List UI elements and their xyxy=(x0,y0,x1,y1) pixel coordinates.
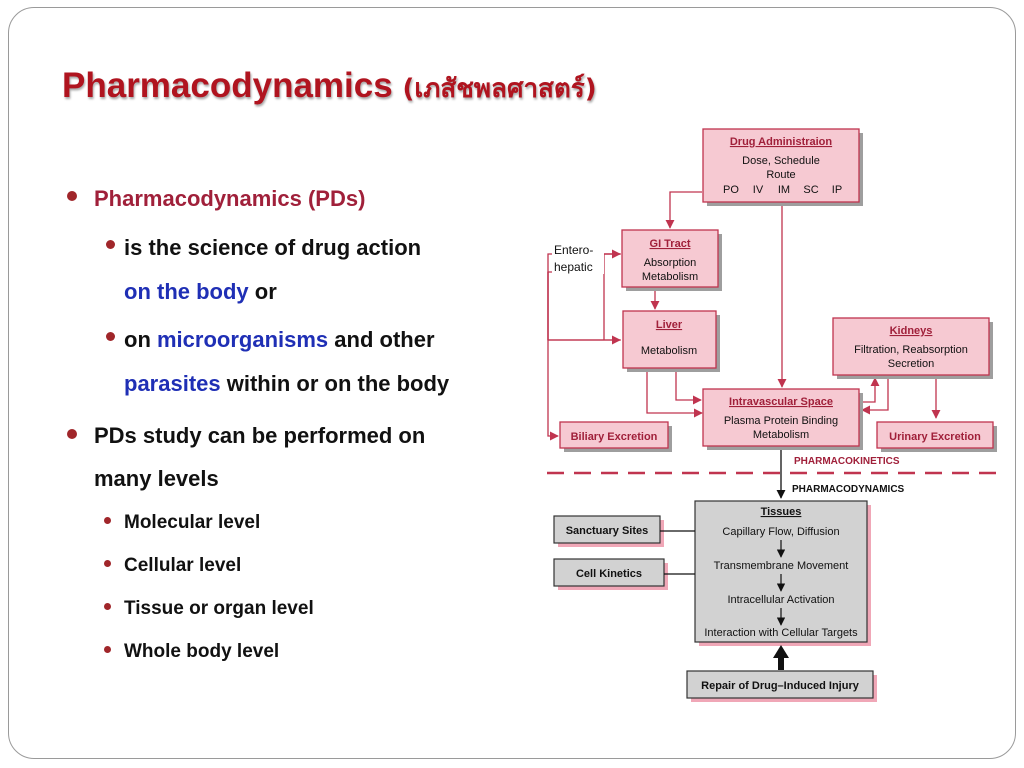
biliary-excretion-box: Biliary Excretion xyxy=(559,421,672,452)
kidneys-box: Kidneys Filtration, Reabsorption Secreti… xyxy=(832,317,993,379)
intravascular-box: Intravascular Space Plasma Protein Bindi… xyxy=(702,388,863,450)
title-main: Pharmacodynamics xyxy=(62,66,393,105)
drug-admin-line2: Route xyxy=(766,169,795,181)
kidneys-title: Kidneys xyxy=(890,325,933,337)
drug-admin-title: Drug Administraion xyxy=(730,136,833,148)
cell-kinetics-title: Cell Kinetics xyxy=(576,568,642,580)
gi-tract-line2: Metabolism xyxy=(642,271,698,283)
tissues-step-3: Intracellular Activation xyxy=(728,594,835,606)
emph-parasites: parasites xyxy=(124,371,221,396)
bullet-dot-level-4 xyxy=(104,646,111,653)
bullet-dot-level-2 xyxy=(104,560,111,567)
intravascular-title: Intravascular Space xyxy=(729,396,833,408)
bullet-microorganisms-line1: on microorganisms and other xyxy=(124,327,435,353)
bullet-dot-level-3 xyxy=(104,603,111,610)
level-whole-body: Whole body level xyxy=(124,641,280,662)
bullet-science-line2: on the body or xyxy=(124,279,277,305)
kidneys-line1: Filtration, Reabsorption xyxy=(854,344,968,356)
text-within-body: within or on the body xyxy=(220,371,450,396)
sanctuary-title: Sanctuary Sites xyxy=(566,525,649,537)
bullet-microorganisms-line2: parasites within or on the body xyxy=(124,371,449,397)
emph-microorganisms: microorganisms xyxy=(157,327,329,352)
bullet-pds-study-line1: PDs study can be performed on xyxy=(94,423,426,448)
entero-label-line2: hepatic xyxy=(554,260,593,274)
title-thai: (เภสัชพลศาสตร์) xyxy=(402,74,597,104)
slide-title: Pharmacodynamics (เภสัชพลศาสตร์) xyxy=(62,66,597,109)
text-or: or xyxy=(248,279,277,304)
drug-administration-box: Drug Administraion Dose, Schedule Route … xyxy=(702,128,863,206)
repair-title: Repair of Drug–Induced Injury xyxy=(701,680,860,692)
tissues-step-4: Interaction with Cellular Targets xyxy=(704,627,858,639)
tissues-title: Tissues xyxy=(761,506,802,518)
drug-admin-line1: Dose, Schedule xyxy=(742,155,820,167)
pharmacokinetics-label: PHARMACOKINETICS xyxy=(794,456,900,467)
bullet-dot-1b xyxy=(106,332,115,341)
level-tissue-organ: Tissue or organ level xyxy=(124,598,314,619)
intravascular-line2: Metabolism xyxy=(753,429,809,441)
bullet-dot-level-1 xyxy=(104,517,111,524)
gi-tract-line1: Absorption xyxy=(644,257,697,269)
liver-line1: Metabolism xyxy=(641,345,697,357)
bullet-pharmacodynamics: Pharmacodynamics (PDs) xyxy=(94,186,366,211)
tissues-box: Tissues Capillary Flow, Diffusion Transm… xyxy=(694,500,871,646)
route-ip: IP xyxy=(832,184,842,196)
sanctuary-sites-box: Sanctuary Sites xyxy=(553,515,695,547)
text-on: on xyxy=(124,327,157,352)
bullet-science-line1: is the science of drug action xyxy=(124,235,422,260)
intravascular-line1: Plasma Protein Binding xyxy=(724,415,838,427)
route-im: IM xyxy=(778,184,790,196)
gi-tract-title: GI Tract xyxy=(650,238,691,250)
repair-box: Repair of Drug–Induced Injury xyxy=(686,670,877,702)
urinary-title: Urinary Excretion xyxy=(889,431,981,443)
kidneys-line2: Secretion xyxy=(888,358,934,370)
cell-kinetics-box: Cell Kinetics xyxy=(553,558,695,590)
entero-hepatic-label: Entero- hepatic xyxy=(552,238,604,274)
repair-arrow xyxy=(773,645,789,670)
pk-pd-divider: PHARMACOKINETICS PHARMACODYNAMICS xyxy=(547,456,1004,495)
bullet-dot-1 xyxy=(67,191,77,201)
liver-title: Liver xyxy=(656,319,683,331)
tissues-step-2: Transmembrane Movement xyxy=(714,560,849,572)
bullet-dot-1a xyxy=(106,240,115,249)
bullet-dot-2 xyxy=(67,429,77,439)
tissues-step-1: Capillary Flow, Diffusion xyxy=(722,526,839,538)
route-sc: SC xyxy=(803,184,818,196)
pharmacodynamics-label: PHARMACODYNAMICS xyxy=(792,484,905,495)
gi-tract-box: GI Tract Absorption Metabolism xyxy=(621,229,722,291)
route-po: PO xyxy=(723,184,739,196)
emph-on-the-body: on the body xyxy=(124,279,249,304)
liver-box: Liver Metabolism xyxy=(622,310,720,372)
urinary-excretion-box: Urinary Excretion xyxy=(876,421,997,452)
level-molecular: Molecular level xyxy=(124,512,261,533)
entero-label-line1: Entero- xyxy=(554,243,593,257)
text-and-other: and other xyxy=(328,327,435,352)
route-iv: IV xyxy=(753,184,764,196)
biliary-title: Biliary Excretion xyxy=(571,431,658,443)
level-cellular: Cellular level xyxy=(124,555,242,576)
bullet-pds-study-line2: many levels xyxy=(94,466,219,491)
